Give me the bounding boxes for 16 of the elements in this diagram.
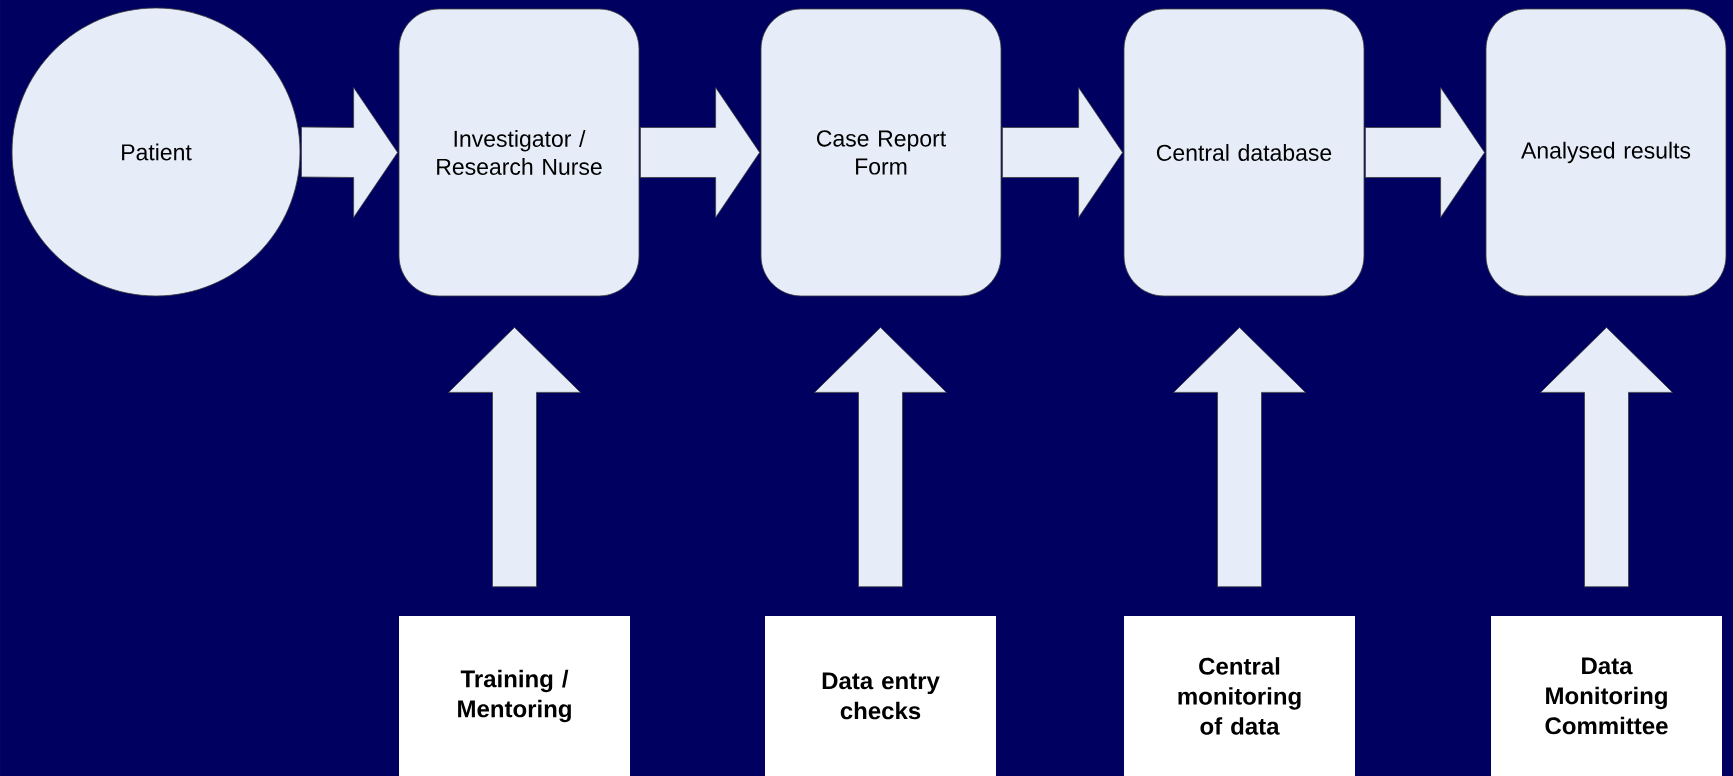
block-arrow — [1002, 87, 1123, 218]
block-arrow — [1540, 327, 1673, 588]
control-box: Training / Mentoring — [399, 616, 630, 776]
block-arrow — [448, 327, 581, 588]
control-box: Central monitoring of data — [1124, 616, 1355, 776]
process-box: Case Report Form — [760, 8, 1002, 297]
block-arrow — [640, 87, 760, 218]
block-arrow — [1365, 87, 1485, 218]
process-box: Analysed results — [1485, 8, 1727, 297]
block-arrow — [301, 87, 398, 218]
block-arrow — [814, 327, 947, 588]
process-box: Investigator / Research Nurse — [398, 8, 640, 297]
process-box: Central database — [1123, 8, 1365, 297]
block-arrow — [1173, 327, 1306, 588]
control-box: Data entry checks — [765, 616, 996, 776]
control-box: Data Monitoring Committee — [1491, 616, 1722, 776]
